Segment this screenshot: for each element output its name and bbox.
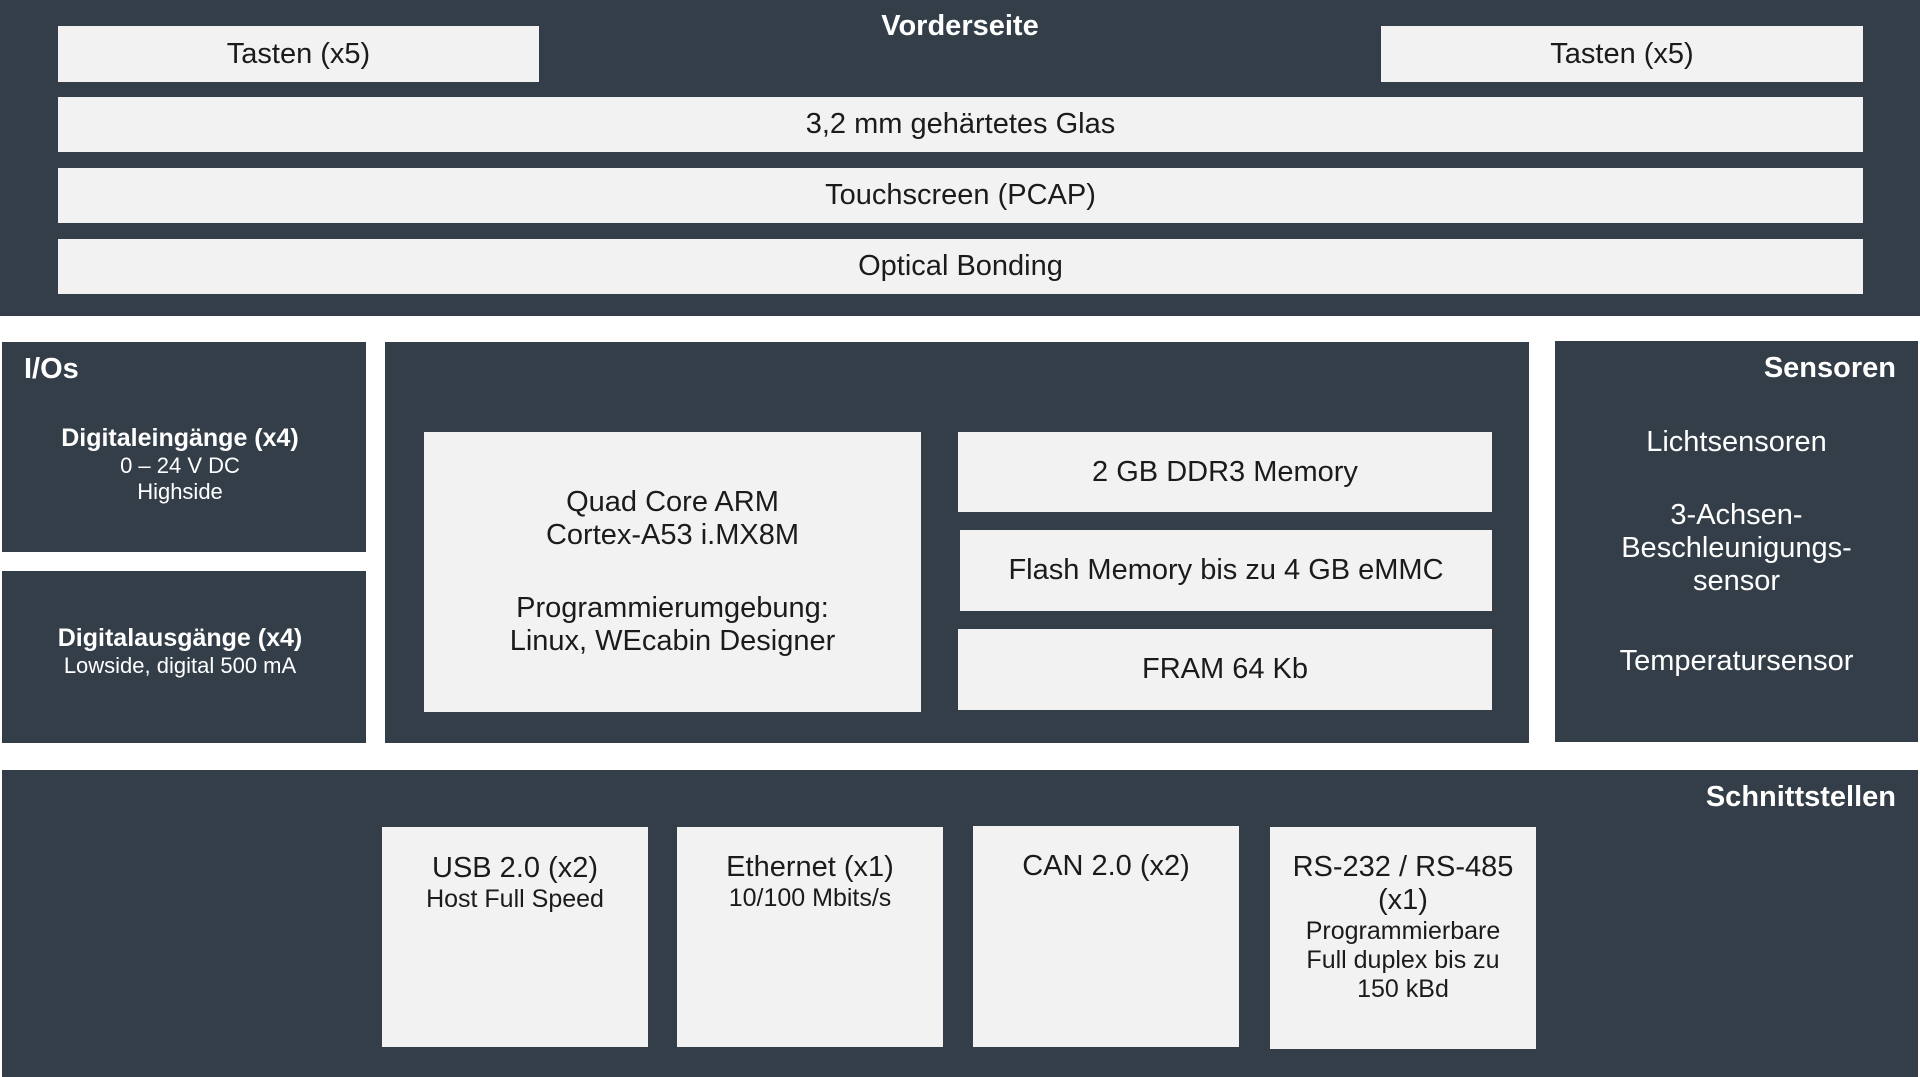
glass-layer: 3,2 mm gehärtetes Glas xyxy=(58,97,1863,152)
digital-inputs-title: Digitaleingänge (x4) xyxy=(61,424,299,452)
digital-inputs-type: Highside xyxy=(137,479,223,504)
light-sensor: Lichtsensoren xyxy=(1646,426,1827,458)
interfaces-title: Schnittstellen xyxy=(1705,781,1896,813)
usb-sub: Host Full Speed xyxy=(426,885,604,913)
outputs-panel xyxy=(2,571,366,743)
keys-right-box: Tasten (x5) xyxy=(1381,26,1863,82)
can-title: CAN 2.0 (x2) xyxy=(1022,850,1190,882)
can-box: CAN 2.0 (x2) xyxy=(973,826,1239,1047)
ios-title: I/Os xyxy=(24,353,79,385)
flash-box: Flash Memory bis zu 4 GB eMMC xyxy=(960,530,1492,611)
optical-bonding-layer: Optical Bonding xyxy=(58,239,1863,294)
digital-outputs: Digitalausgänge (x4) Lowside, digital 50… xyxy=(2,624,358,679)
serial-box: RS-232 / RS-485 (x1) Programmierbare Ful… xyxy=(1270,827,1536,1049)
ethernet-title: Ethernet (x1) xyxy=(726,851,894,883)
memory-box: 2 GB DDR3 Memory xyxy=(958,432,1492,512)
accel-line-2: Beschleunigungs- xyxy=(1621,532,1852,564)
digital-outputs-spec: Lowside, digital 500 mA xyxy=(63,653,297,678)
digital-inputs-range: 0 – 24 V DC xyxy=(120,453,240,478)
usb-title: USB 2.0 (x2) xyxy=(432,852,598,884)
keys-left-box: Tasten (x5) xyxy=(58,26,539,82)
cpu-line-2: Cortex-A53 i.MX8M xyxy=(545,519,799,551)
serial-sub-3: 150 kBd xyxy=(1357,975,1449,1003)
sensors-panel xyxy=(1555,341,1918,742)
accel-sensor: 3-Achsen- Beschleunigungs- sensor xyxy=(1555,499,1918,598)
interfaces-panel xyxy=(2,770,1918,1077)
env-line-1: Programmierumgebung: xyxy=(516,592,829,624)
serial-sub-2: Full duplex bis zu xyxy=(1306,946,1500,974)
serial-title-2: (x1) xyxy=(1378,884,1428,916)
ethernet-box: Ethernet (x1) 10/100 Mbits/s xyxy=(677,827,943,1047)
front-title: Vorderseite xyxy=(881,10,1039,42)
fram-box: FRAM 64 Kb xyxy=(958,629,1492,710)
serial-sub-1: Programmierbare xyxy=(1305,917,1501,945)
accel-line-3: sensor xyxy=(1692,565,1781,597)
digital-outputs-title: Digitalausgänge (x4) xyxy=(57,624,303,652)
temp-sensor: Temperatursensor xyxy=(1619,645,1854,677)
accel-line-1: 3-Achsen- xyxy=(1670,499,1803,531)
ios-panel xyxy=(2,342,366,552)
serial-title-1: RS-232 / RS-485 xyxy=(1292,851,1514,883)
sensors-title: Sensoren xyxy=(1763,352,1896,384)
touchscreen-layer: Touchscreen (PCAP) xyxy=(58,168,1863,223)
cpu-line-1: Quad Core ARM xyxy=(566,486,779,518)
env-line-2: Linux, WEcabin Designer xyxy=(509,625,836,657)
cpu-box: Quad Core ARM Cortex-A53 i.MX8M Programm… xyxy=(424,432,921,712)
ethernet-sub: 10/100 Mbits/s xyxy=(728,884,892,912)
usb-box: USB 2.0 (x2) Host Full Speed xyxy=(382,827,648,1047)
digital-inputs: Digitaleingänge (x4) 0 – 24 V DC Highsid… xyxy=(2,424,358,505)
